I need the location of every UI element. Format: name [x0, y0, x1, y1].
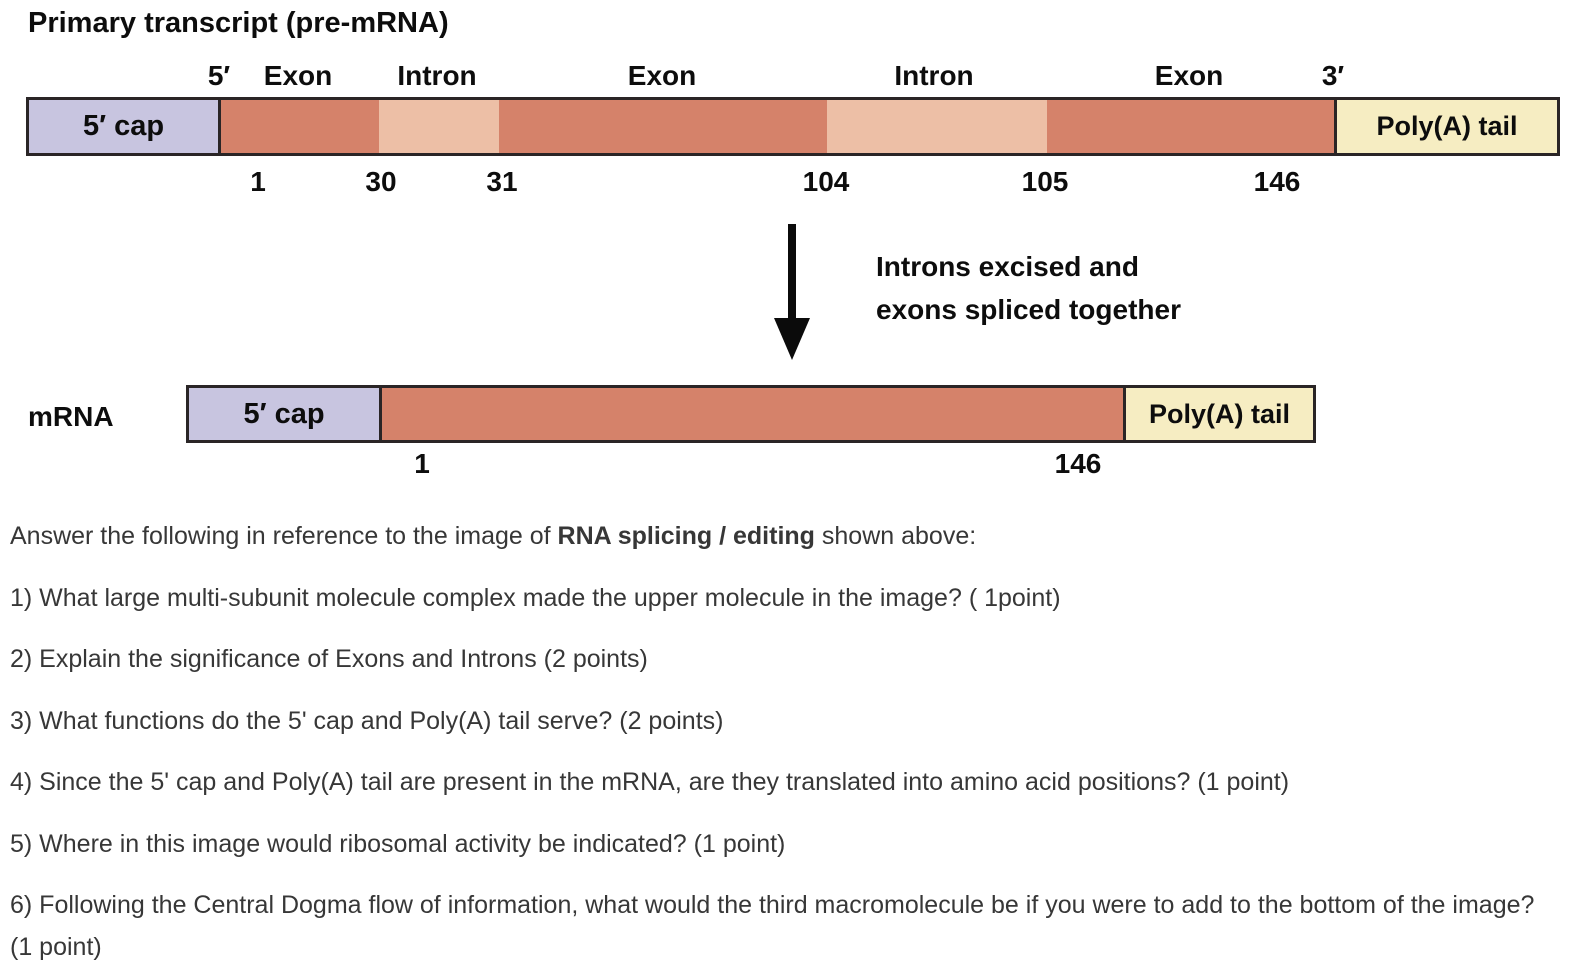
mrna-spliced-exons	[382, 388, 1123, 440]
splicing-caption: Introns excised and exons spliced togeth…	[876, 251, 1181, 325]
position-105: 105	[1021, 166, 1069, 197]
mrna-five-cap: 5′ cap	[189, 388, 382, 440]
mrna-poly-a-tail: Poly(A) tail	[1123, 388, 1313, 440]
position-104: 104	[802, 166, 850, 197]
intro-topic: RNA splicing / editing	[557, 522, 815, 550]
pre-mrna-poly-a-tail: Poly(A) tail	[1334, 100, 1557, 153]
position-146: 146	[1253, 166, 1301, 197]
question-3: 3) What functions do the 5' cap and Poly…	[10, 706, 724, 735]
mrna-position-146: 146	[1054, 448, 1102, 479]
question-2: 2) Explain the significance of Exons and…	[10, 645, 648, 673]
label-three-prime: 3′	[1321, 60, 1345, 91]
mrna-position-1: 1	[414, 448, 430, 479]
pre-mrna-intron-2	[827, 100, 1047, 153]
question-5: 5) Where in this image would ribosomal a…	[10, 829, 786, 858]
questions-block: Answer the following in reference to the…	[10, 516, 1556, 976]
down-arrow-shaft	[788, 224, 796, 322]
mrna-bar: 5′ cap Poly(A) tail	[186, 385, 1316, 443]
label-intron-1: Intron	[397, 60, 477, 91]
intro-pre: Answer the following in reference to the…	[10, 522, 558, 550]
label-exon-1: Exon	[263, 60, 333, 91]
questions-intro: Answer the following in reference to the…	[10, 516, 1556, 558]
label-exon-3: Exon	[1154, 60, 1224, 91]
down-arrow-icon	[774, 318, 810, 360]
label-intron-2: Intron	[894, 60, 974, 91]
position-30: 30	[365, 166, 397, 197]
figure-title: Primary transcript (pre-mRNA)	[28, 7, 449, 39]
pre-mrna-five-cap: 5′ cap	[29, 100, 221, 153]
pre-mrna-exon-2	[499, 100, 827, 153]
position-1: 1	[250, 166, 266, 197]
position-31: 31	[486, 166, 518, 197]
question-4: 4) Since the 5' cap and Poly(A) tail are…	[10, 768, 1290, 796]
pre-mrna-intron-1	[379, 100, 499, 153]
label-five-prime: 5′	[207, 60, 231, 91]
question-6: 6) Following the Central Dogma flow of i…	[10, 891, 1535, 961]
question-1: 1) What large multi-subunit molecule com…	[10, 583, 1061, 612]
pre-mrna-exon-3	[1047, 100, 1334, 153]
intro-post: shown above:	[814, 522, 977, 550]
pre-mrna-exon-1	[221, 100, 379, 153]
label-exon-2: Exon	[627, 60, 697, 91]
pre-mrna-bar: 5′ cap Poly(A) tail	[26, 97, 1560, 156]
mrna-row-label: mRNA	[28, 401, 114, 432]
